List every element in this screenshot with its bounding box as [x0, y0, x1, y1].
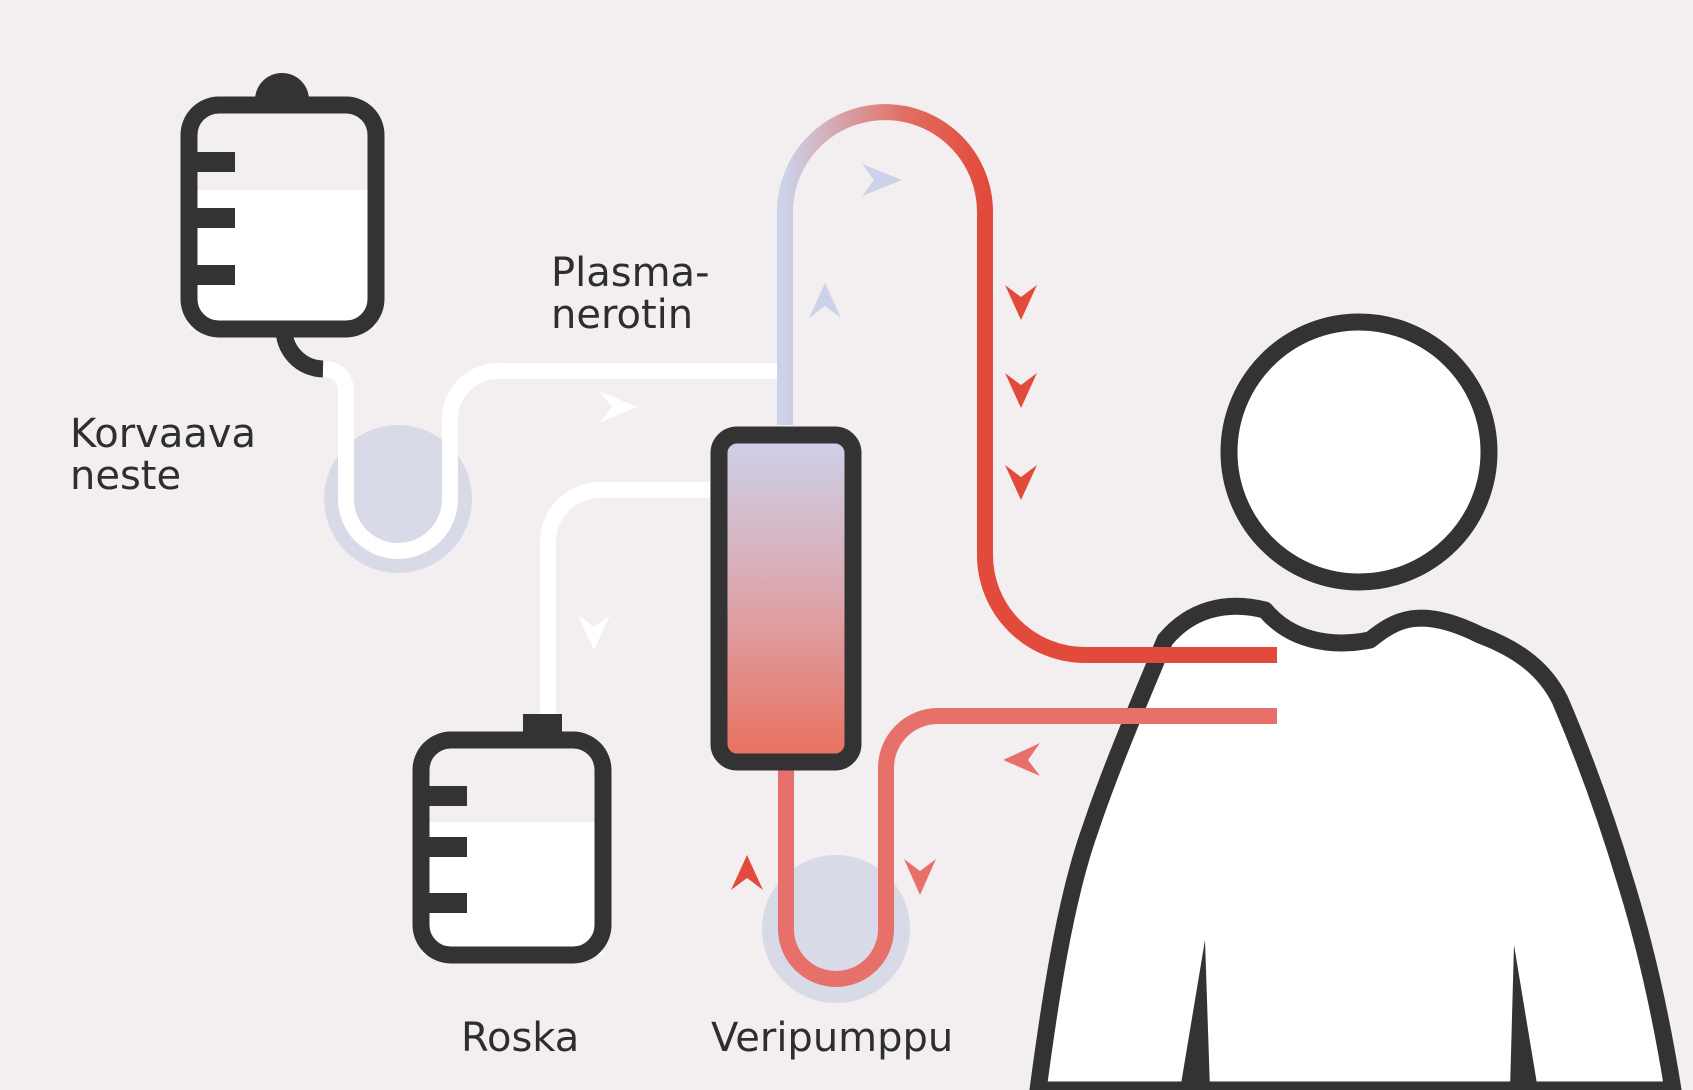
- waste-label: Roska: [461, 1015, 580, 1061]
- arrow-up-icon: [731, 855, 763, 890]
- plasma-separator-label: Plasma- nerotin: [551, 252, 710, 336]
- arrow-down-icon: [1005, 373, 1037, 408]
- replacement-fluid-bag: [180, 73, 385, 378]
- arrow-left-icon: [1003, 743, 1040, 776]
- blood-pump-label: Veripumppu: [711, 1015, 954, 1061]
- replacement-fluid-label-line2: neste: [70, 453, 182, 499]
- replacement-fluid-tube: [321, 361, 778, 559]
- waste-bag: [412, 714, 612, 964]
- replacement-fluid-label-line1: Korvaava: [70, 411, 257, 457]
- arrow-down-icon: [1005, 285, 1037, 320]
- flow-arrows: [578, 164, 1040, 895]
- plasma-separator-label-line2: nerotin: [551, 292, 694, 338]
- plasma-separator-label-line1: Plasma-: [551, 250, 710, 296]
- waste-tube: [540, 482, 710, 716]
- arrow-up-icon: [809, 283, 841, 318]
- arrow-down-icon: [1005, 465, 1037, 500]
- arrow-right-icon: [599, 391, 637, 423]
- arrow-right-icon: [862, 164, 902, 196]
- plasma-out-tube: [777, 104, 993, 425]
- arrow-down-icon: [904, 859, 936, 895]
- patient-figure: [1029, 313, 1682, 1090]
- blood-return-tube: [977, 212, 1277, 663]
- plasma-separator: [710, 426, 862, 771]
- replacement-fluid-label: Korvaava neste: [70, 413, 256, 497]
- blood-in-tube: [778, 708, 1277, 987]
- arrow-down-icon: [578, 615, 610, 650]
